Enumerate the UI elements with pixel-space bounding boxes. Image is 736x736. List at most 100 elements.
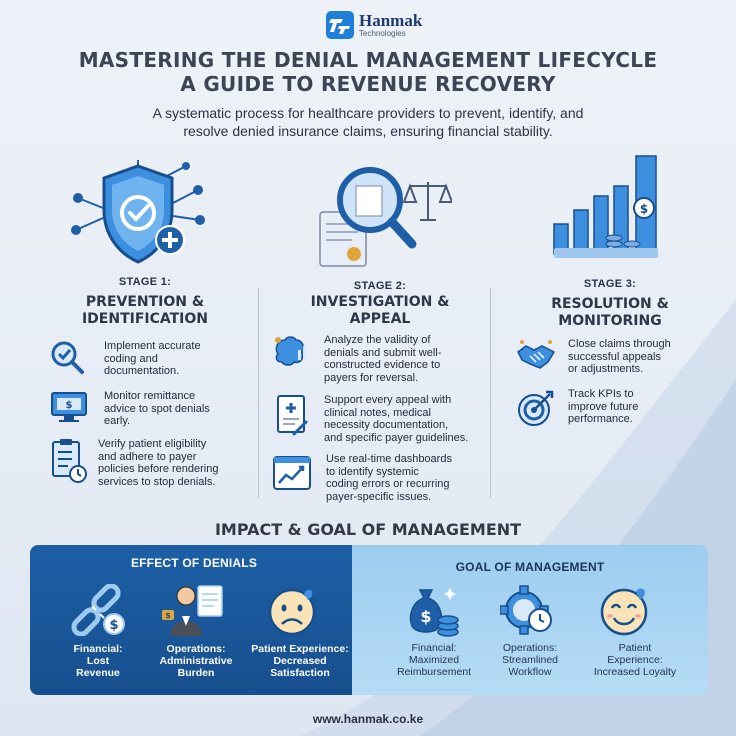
stage-1-item-3-line3: policies before rendering <box>98 463 219 475</box>
effect-heading: EFFECT OF DENIALS <box>130 556 258 570</box>
goal-caption-3-line1: Patient <box>618 642 652 654</box>
stage-2-item-3-line2: to identify systemic <box>326 465 419 478</box>
effect-caption-3-line3: Satisfaction <box>270 667 330 679</box>
goal-caption-2-line1: Operations: <box>502 642 558 654</box>
stage-2-name-line2: APPEAL <box>349 311 411 327</box>
goal-caption-1: Financial: Maximized Reimbursement <box>382 642 486 678</box>
brain-chart-icon <box>275 336 306 366</box>
dashboard-chart-icon <box>273 456 311 490</box>
stage-2-item-3-line1: Use real-time dashboards <box>326 453 452 465</box>
stage-2-item-2-line2: clinical notes, medical <box>324 406 431 419</box>
effect-caption-2-line2: Administrative <box>159 655 233 667</box>
stage-1-item-3-line2: and adhere to payer <box>98 450 197 463</box>
stage-2-item-1: Analyze the validity of denials and subm… <box>272 334 488 384</box>
stage-1-item-2: $ Monitor remittance advice to spot deni… <box>50 390 250 428</box>
clipboard-clock-icon <box>52 439 87 483</box>
stage-2-item-2: Support every appeal with clinical notes… <box>272 394 488 444</box>
brand-name: Hanmak <box>359 11 423 30</box>
effect-caption-2-line1: Operations: <box>166 643 226 655</box>
svg-text:$: $ <box>66 400 73 411</box>
stage-1-item-3-line4: services to stop denials. <box>98 475 216 488</box>
svg-text:$: $ <box>109 618 118 633</box>
stage-3-item-1-line2: successful appeals <box>568 350 661 363</box>
effect-caption-3-line1: Patient Experience: <box>251 643 349 655</box>
stage-3-item-2-line2: improve future <box>568 400 639 413</box>
happy-face-icon <box>600 588 648 636</box>
brand-sub: Technologies <box>359 29 406 38</box>
effect-caption-1: Financial: Lost Revenue <box>56 643 140 679</box>
stage-1-item-1-line2: coding and <box>104 352 158 365</box>
stage-2-header: STAGE 2: INVESTIGATION & APPEAL <box>280 280 480 328</box>
stage-3-item-2-line1: Track KPIs to <box>568 388 634 400</box>
magnifier-scales-icon <box>319 167 452 267</box>
stage-3-name-line2: MONITORING <box>558 313 662 329</box>
hanmak-logo-icon <box>326 11 354 39</box>
svg-text:$: $ <box>640 202 648 216</box>
stressed-worker-icon: $ <box>162 585 223 636</box>
page-subtitle: A systematic process for healthcare prov… <box>60 104 676 140</box>
stage-2-item-3-line3: coding errors or recurring <box>326 478 450 490</box>
effect-panel <box>30 545 380 695</box>
stage-1-item-1-line1: Implement accurate <box>104 340 201 352</box>
magnifier-check-icon <box>51 341 84 374</box>
stage-2-item-2-line4: and specific payer guidelines. <box>324 431 469 444</box>
stage-divider-1 <box>258 288 259 498</box>
stage-2-item-1-line4: payers for reversal. <box>324 371 419 384</box>
effect-caption-1-line1: Financial: <box>73 643 123 655</box>
medical-document-icon <box>277 395 308 436</box>
effect-caption-1-line2: Lost <box>86 655 110 667</box>
goal-caption-2-line2: Streamlined <box>501 654 559 666</box>
svg-text:$: $ <box>420 607 431 626</box>
subtitle-line2: resolve denied insurance claims, ensurin… <box>183 123 553 139</box>
goal-heading: GOAL OF MANAGEMENT <box>455 560 605 574</box>
page-title-line1: MASTERING THE DENIAL MANAGEMENT LIFECYCL… <box>78 48 658 72</box>
stage-2-item-1-line3: constructed evidence to <box>324 359 441 371</box>
effect-caption-2-line3: Burden <box>177 667 215 679</box>
stage-2-label: STAGE 2: <box>353 280 407 292</box>
effect-caption-1-line3: Revenue <box>76 667 120 679</box>
stage-1-name-line1: PREVENTION & <box>85 294 205 310</box>
handshake-icon <box>517 340 556 369</box>
stage-1-item-2-line2: advice to spot denials <box>104 402 210 415</box>
broken-chain-dollar-icon: $ <box>71 584 125 636</box>
stage-3-header: STAGE 3: RESOLUTION & MONITORING <box>510 278 710 330</box>
goal-caption-2-line3: Workflow <box>508 666 552 678</box>
target-icon <box>518 390 554 426</box>
stage-2-name-line1: INVESTIGATION & <box>310 294 450 310</box>
goal-caption-1-line3: Reimbursement <box>396 666 472 678</box>
effect-caption-2: Operations: Administrative Burden <box>150 643 242 679</box>
goal-caption-3-line3: Increased Loyalty <box>593 666 677 678</box>
stage-3-label: STAGE 3: <box>583 278 637 290</box>
bar-chart-coin-icon: $ <box>553 155 658 258</box>
effect-caption-3-line2: Decreased <box>273 655 327 667</box>
stage-divider-2 <box>490 288 491 498</box>
goal-caption-3: Patient Experience: Increased Loyalty <box>580 642 690 678</box>
stage-2-item-1-line1: Analyze the validity of <box>324 334 431 346</box>
goal-caption-1-line2: Maximized <box>408 654 460 666</box>
stage-1-name-line2: IDENTIFICATION <box>81 311 209 327</box>
stage-2-item-2-line3: necessity documentation, <box>324 419 449 431</box>
stage-2-item-3-line4: payer-specific issues. <box>326 490 432 503</box>
goal-caption-2: Operations: Streamlined Workflow <box>484 642 576 678</box>
stage-3-item-1-line3: or adjustments. <box>568 363 644 375</box>
stage-1-item-2-line3: early. <box>104 415 131 427</box>
stage-3-item-1: Close claims through successful appeals … <box>516 338 716 376</box>
stage-1-item-3: Verify patient eligibility and adhere to… <box>50 438 260 488</box>
stage-1-item-3-line1: Verify patient eligibility <box>98 438 207 450</box>
stage-3-item-2: Track KPIs to improve future performance… <box>516 388 716 428</box>
stage-3-item-2-line3: performance. <box>568 413 633 425</box>
impact-title: IMPACT & GOAL OF MANAGEMENT <box>214 520 522 539</box>
effect-caption-3: Patient Experience: Decreased Satisfacti… <box>246 643 354 679</box>
svg-text:$: $ <box>165 611 171 620</box>
sad-face-icon <box>268 588 316 636</box>
money-bag-coins-icon: $ <box>409 588 459 637</box>
subtitle-line1: A systematic process for healthcare prov… <box>152 105 584 121</box>
goal-caption-1-line1: Financial: <box>411 642 457 654</box>
shield-check-icon <box>71 160 205 264</box>
stage-3-name-line1: RESOLUTION & <box>551 296 669 312</box>
stage-1-item-1: Implement accurate coding and documentat… <box>50 340 250 378</box>
brand-logo: Hanmak Technologies <box>326 8 446 42</box>
footer-url[interactable]: www.hanmak.co.ke <box>312 712 424 726</box>
stage-2-item-2-line1: Support every appeal with <box>324 394 452 406</box>
stage-1-header: STAGE 1: PREVENTION & IDENTIFICATION <box>40 276 250 328</box>
